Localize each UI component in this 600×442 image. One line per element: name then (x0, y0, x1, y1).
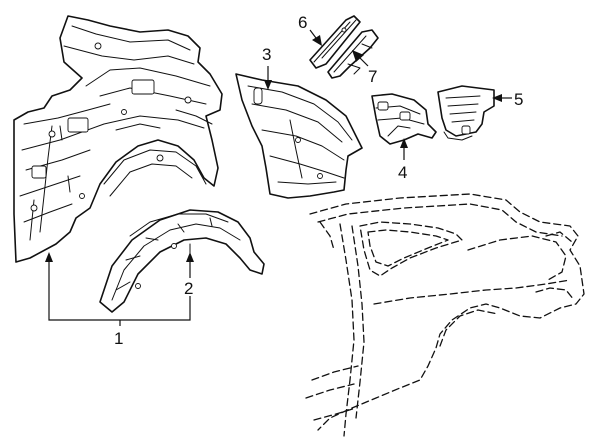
leader-part-7 (359, 57, 369, 67)
arrowhead-part-5 (492, 94, 502, 102)
part-4-bracket (371, 93, 437, 145)
callout-7: 7 (368, 67, 377, 86)
arrowhead-part-4 (400, 138, 408, 148)
part-6-reinforcement (309, 15, 361, 69)
part-5-lamp-pocket (437, 85, 495, 141)
callout-6: 6 (298, 13, 307, 32)
callout-1: 1 (114, 329, 123, 348)
part-7-reinforcement (327, 29, 379, 79)
arrowhead-part-2 (186, 252, 194, 262)
part-3-panel-extension (235, 73, 363, 199)
callout-leaders (45, 29, 512, 326)
leader-part-6 (309, 29, 317, 39)
arrowhead-part-1 (45, 252, 53, 262)
callout-4: 4 (398, 163, 407, 182)
arrowhead-part-7 (352, 50, 364, 62)
part-2-wheelhouse (99, 209, 265, 313)
callout-2: 2 (184, 279, 193, 298)
part-1-inner-quarter-panel (13, 15, 223, 263)
callout-5: 5 (514, 90, 523, 109)
callout-3: 3 (262, 45, 271, 64)
arrowhead-part-3 (264, 80, 272, 90)
vehicle-body-phantom-outline (305, 193, 585, 437)
arrowhead-part-6 (312, 35, 322, 46)
callout-numbers: 1 2 3 4 5 6 7 (114, 13, 523, 348)
